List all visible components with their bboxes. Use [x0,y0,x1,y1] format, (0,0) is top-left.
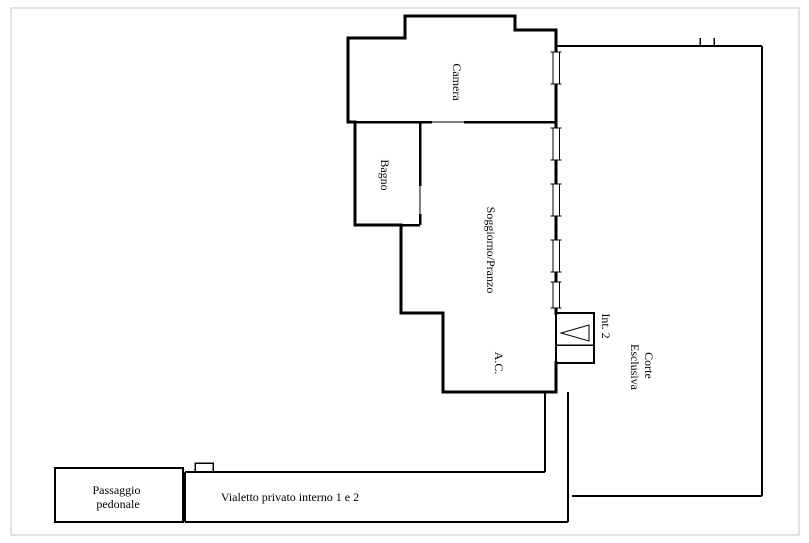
window-symbol [550,127,562,161]
room-label-soggiorno: Soggiorno/Pranzo [484,207,498,294]
page-border [10,7,800,536]
door-swing-icon [559,324,590,342]
label-corte-line2: Esclusiva [628,344,642,391]
label-vialetto: Vialetto privato interno 1 e 2 [221,490,359,504]
label-passaggio: Passaggio pedonale [93,483,144,511]
window-symbol [550,239,562,273]
entrance-int2 [550,312,595,364]
room-label-ac: A.C. [492,352,506,375]
label-passaggio-line2: pedonale [96,497,139,511]
courtyard-gate-ticks [699,38,715,47]
window-symbols [550,51,562,309]
apartment-exterior-wall [346,14,558,394]
room-label-bagno: Bagno [378,159,392,190]
window-symbol [550,183,562,217]
window-symbol [550,51,562,85]
room-label-camera: Camera [450,63,464,101]
label-corte-line1: Corte [642,352,656,379]
walkway-walls [184,392,569,523]
label-int2: Int. 2 [599,313,613,338]
label-corte-esclusiva: Corte Esclusiva [628,344,656,391]
passaggio-box [54,467,184,523]
window-symbol [550,281,562,309]
walkway-step-notch [194,462,214,472]
courtyard-boundary [556,45,763,497]
label-passaggio-line1: Passaggio [93,483,141,497]
